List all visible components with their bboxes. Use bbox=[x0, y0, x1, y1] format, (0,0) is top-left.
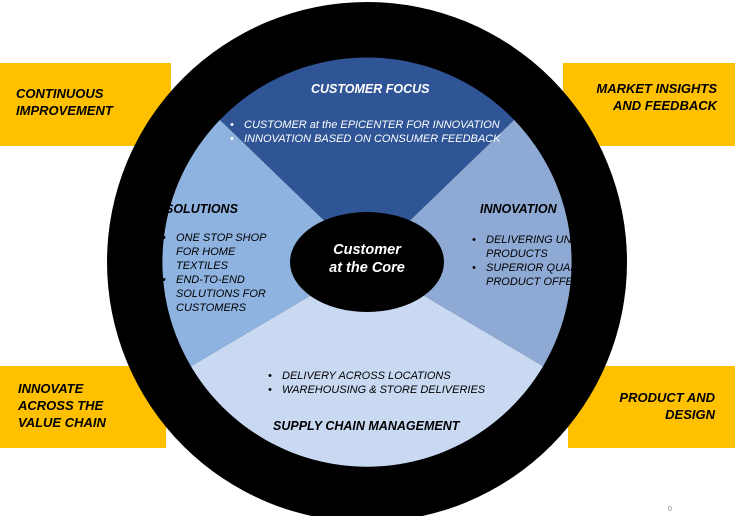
list-item: ONE STOP SHOP FOR HOME TEXTILES bbox=[162, 231, 287, 273]
list-item: CUSTOMER at the EPICENTER FOR INNOVATION bbox=[230, 118, 501, 132]
list-item: END-TO-END SOLUTIONS FOR CUSTOMERS bbox=[162, 273, 287, 315]
page-mark: 0 bbox=[668, 506, 672, 513]
solutions-list: ONE STOP SHOP FOR HOME TEXTILES END-TO-E… bbox=[162, 231, 287, 315]
supply-chain-title: SUPPLY CHAIN MANAGEMENT bbox=[273, 419, 460, 433]
box-line: MARKET INSIGHTS bbox=[596, 81, 717, 96]
supply-chain-list: DELIVERY ACROSS LOCATIONS WAREHOUSING & … bbox=[268, 369, 485, 397]
solutions-title: SOLUTIONS bbox=[165, 202, 238, 216]
box-line: CONTINUOUS bbox=[16, 86, 104, 101]
box-line: PRODUCT AND bbox=[619, 390, 715, 405]
box-line: INNOVATE bbox=[18, 381, 84, 396]
product-design-box: PRODUCT AND DESIGN bbox=[568, 366, 735, 448]
list-item: WAREHOUSING & STORE DELIVERIES bbox=[268, 383, 485, 397]
list-item: DELIVERY ACROSS LOCATIONS bbox=[268, 369, 485, 383]
box-line: AND FEEDBACK bbox=[613, 98, 717, 113]
list-item: DELIVERING UNIQUE PRODUCTS bbox=[472, 233, 607, 261]
box-line: DESIGN bbox=[665, 407, 715, 422]
box-line: VALUE CHAIN bbox=[18, 415, 106, 430]
list-item: INNOVATION BASED ON CONSUMER FEEDBACK bbox=[230, 132, 501, 146]
box-line: ACROSS THE bbox=[18, 398, 104, 413]
core-label: Customer at the Core bbox=[292, 241, 442, 277]
core-line: at the Core bbox=[329, 260, 405, 276]
list-item: SUPERIOR QUALITY PRODUCT OFFERING bbox=[472, 261, 607, 289]
continuous-improvement-box: CONTINUOUS IMPROVEMENT bbox=[0, 63, 171, 146]
box-line: IMPROVEMENT bbox=[16, 103, 113, 118]
customer-focus-list: CUSTOMER at the EPICENTER FOR INNOVATION… bbox=[230, 118, 501, 146]
customer-focus-title: CUSTOMER FOCUS bbox=[311, 82, 430, 96]
core-circle bbox=[290, 212, 444, 312]
innovation-title: INNOVATION bbox=[480, 202, 557, 216]
market-insights-box: MARKET INSIGHTS AND FEEDBACK bbox=[563, 63, 735, 146]
core-line: Customer bbox=[333, 242, 401, 258]
innovation-segment bbox=[367, 119, 572, 367]
innovation-list: DELIVERING UNIQUE PRODUCTS SUPERIOR QUAL… bbox=[472, 233, 607, 289]
supply-chain-segment bbox=[190, 262, 544, 467]
customer-focus-segment bbox=[219, 57, 515, 263]
